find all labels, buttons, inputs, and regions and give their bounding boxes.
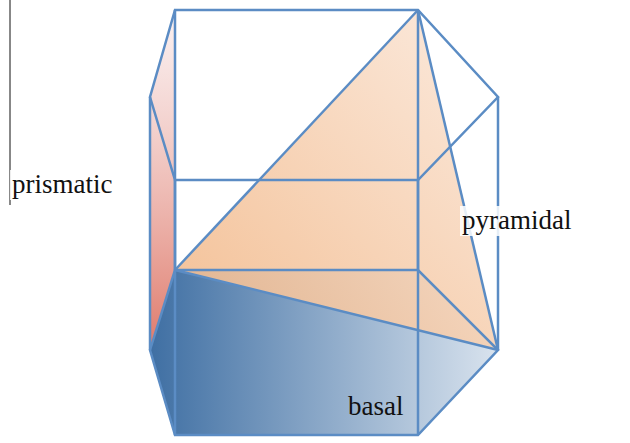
- prism-edges: [150, 10, 498, 435]
- plane-label: basal: [346, 392, 405, 422]
- plane-label: prismatic: [10, 170, 114, 200]
- prismatic-plane: [150, 10, 175, 350]
- plane-label: pyramidal: [460, 206, 573, 236]
